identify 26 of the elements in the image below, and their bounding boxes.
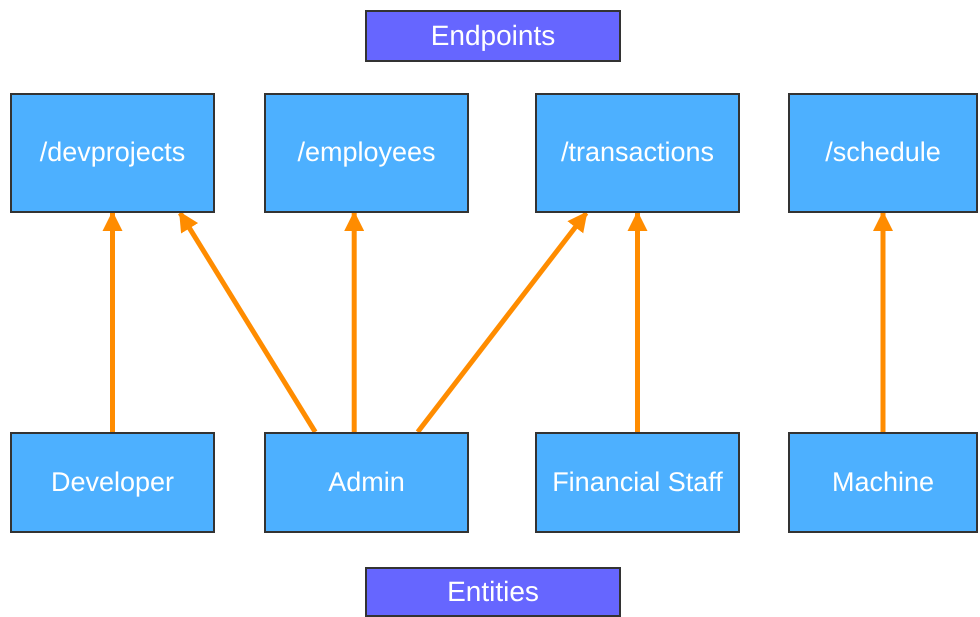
header-box: [365, 10, 621, 62]
entity-box: [788, 432, 978, 533]
arrow: [178, 211, 318, 434]
box-label: Endpoints: [430, 18, 556, 53]
entity-box: [264, 432, 469, 533]
entity-box: [264, 93, 469, 213]
box-label: /schedule: [825, 136, 941, 170]
box-label: Machine: [832, 466, 934, 499]
box-label: /employees: [297, 136, 436, 170]
entity-box: [788, 93, 978, 213]
entity-box: [535, 432, 740, 533]
arrow: [102, 211, 122, 432]
arrow: [628, 211, 648, 432]
entity-box: [535, 93, 740, 213]
box-label: /transactions: [560, 136, 714, 170]
arrow: [873, 211, 893, 432]
box-label: Financial Staff: [552, 466, 723, 499]
arrow: [344, 211, 364, 432]
box-label: Admin: [328, 466, 405, 499]
header-box: [365, 567, 621, 617]
box-label: Developer: [50, 466, 174, 499]
entity-box: [10, 93, 215, 213]
box-label: /devprojects: [40, 136, 186, 170]
box-label: Entities: [447, 574, 539, 609]
arrow: [416, 211, 588, 434]
entity-box: [10, 432, 215, 533]
